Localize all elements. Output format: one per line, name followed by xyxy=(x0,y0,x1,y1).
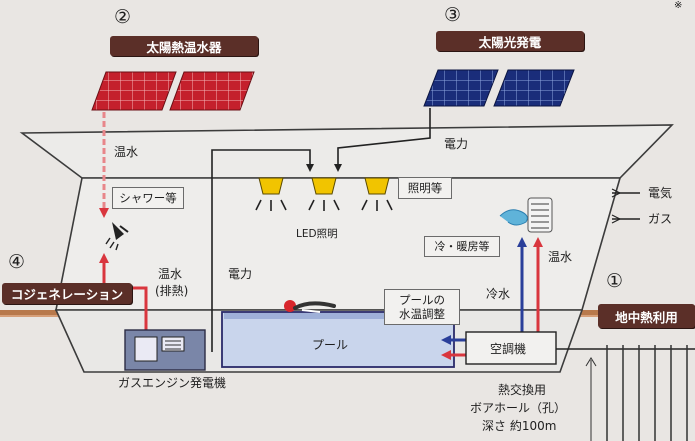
pool-temp-line1: プールの xyxy=(399,292,445,307)
label-pool: プール xyxy=(312,338,349,352)
shower-icon xyxy=(105,222,129,251)
label-electricity-side: 電気 xyxy=(648,186,673,200)
solar-thermal-panel-icon xyxy=(91,71,255,111)
engine-power-line xyxy=(211,149,314,352)
borehole-depth-marker xyxy=(585,357,597,441)
marker-3: ③ xyxy=(444,4,462,26)
label-hot-water-top: 温水 xyxy=(114,145,139,159)
radiator-icon xyxy=(499,197,553,233)
label-borehole-line3: 深さ 約100m xyxy=(482,419,557,433)
gas-engine-icon xyxy=(124,329,206,371)
label-lighting: 照明等 xyxy=(398,177,452,199)
label-electricity-top: 電力 xyxy=(444,137,469,151)
tag-cogeneration: コジェネレーション xyxy=(2,283,132,304)
corner-note: ※ xyxy=(674,0,683,11)
label-air-conditioner: 空調機 xyxy=(490,342,527,356)
label-gas-side: ガス xyxy=(648,212,673,226)
label-hot-water-left: 温水 xyxy=(158,267,183,281)
pool-temp-box: プールの 水温調整 xyxy=(384,289,460,325)
label-electricity-mid: 電力 xyxy=(228,267,253,281)
ceiling-lamp-icon xyxy=(255,177,393,211)
tag-geothermal: 地中熱利用 xyxy=(598,304,695,328)
marker-2: ② xyxy=(114,6,132,28)
borehole-icon xyxy=(606,345,688,441)
label-led: LED照明 xyxy=(296,228,338,240)
pool-temp-line2: 水温調整 xyxy=(399,307,445,321)
marker-1: ① xyxy=(606,270,624,292)
label-cold-water: 冷水 xyxy=(486,287,511,301)
label-cooling-heating: 冷・暖房等 xyxy=(424,236,500,257)
tag-solar-thermal: 太陽熱温水器 xyxy=(110,36,258,56)
solar-pv-panel-icon xyxy=(423,69,575,107)
pv-power-line xyxy=(334,108,431,172)
label-gas-engine: ガスエンジン発電機 xyxy=(118,376,227,390)
swimmer-icon xyxy=(284,300,336,313)
marker-4: ④ xyxy=(8,251,26,273)
label-borehole-line1: 熱交換用 xyxy=(498,383,547,397)
label-hot-water-right: 温水 xyxy=(548,250,573,264)
tag-solar-power: 太陽光発電 xyxy=(436,31,584,51)
label-exhaust-heat: (排熱) xyxy=(155,284,189,298)
label-borehole-line2: ボアホール（孔） xyxy=(470,401,567,415)
label-shower: シャワー等 xyxy=(112,187,184,209)
heat-pump-icon xyxy=(465,331,557,365)
